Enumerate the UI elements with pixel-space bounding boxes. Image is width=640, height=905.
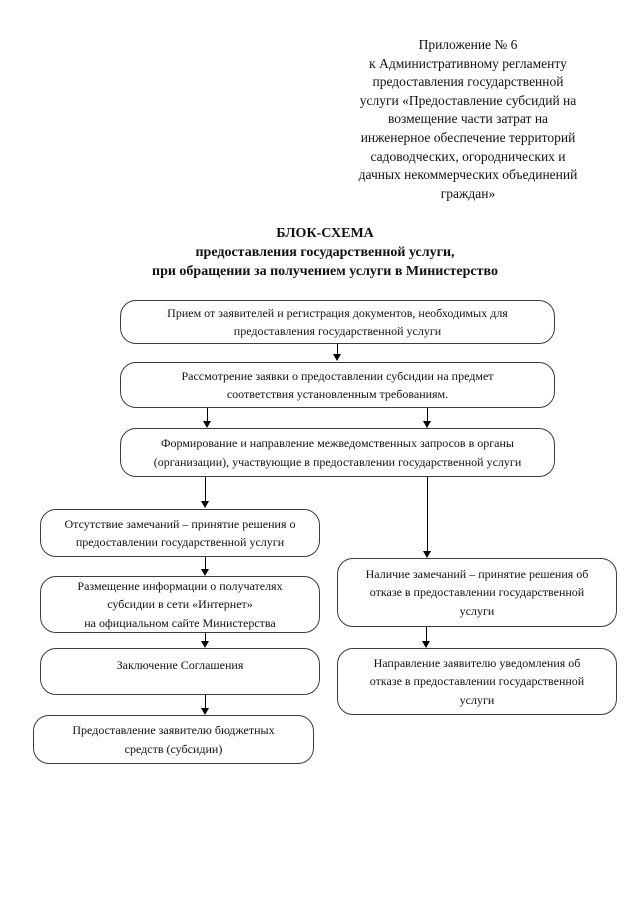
flow-step-review: Рассмотрение заявки о предоставлении суб…: [120, 362, 555, 408]
arrow-decision-to-publication: [201, 557, 210, 576]
flow-step-funds-provision: Предоставление заявителю бюджетных средс…: [33, 715, 314, 764]
arrow-publication-to-agreement: [201, 633, 210, 648]
arrow-requests-to-refuse: [423, 477, 432, 558]
appendix-note: Приложение № 6 к Административному регла…: [358, 37, 578, 201]
arrow-review-to-requests-left: [203, 408, 212, 428]
flow-step-no-remarks-decision: Отсутствие замечаний – принятие решения …: [40, 509, 320, 557]
arrow-requests-to-approve: [201, 477, 210, 508]
page-title: БЛОК-СХЕМА предоставления государственно…: [152, 226, 498, 279]
arrow-agreement-to-funds: [201, 695, 210, 715]
flow-step-internet-publication: Размещение информации о получателях субс…: [40, 576, 320, 633]
arrow-reception-to-review: [333, 344, 342, 361]
flow-step-interagency-requests: Формирование и направление межведомствен…: [120, 428, 555, 477]
flow-step-agreement: Заключение Соглашения: [40, 648, 320, 695]
flow-step-remarks-refusal-decision: Наличие замечаний – принятие решения об …: [337, 558, 617, 627]
flow-step-reception: Прием от заявителей и регистрация докуме…: [120, 300, 555, 344]
arrow-review-to-requests-right: [423, 408, 432, 428]
arrow-refusal-to-notification: [422, 627, 431, 648]
flow-step-refusal-notification: Направление заявителю уведомления об отк…: [337, 648, 617, 715]
